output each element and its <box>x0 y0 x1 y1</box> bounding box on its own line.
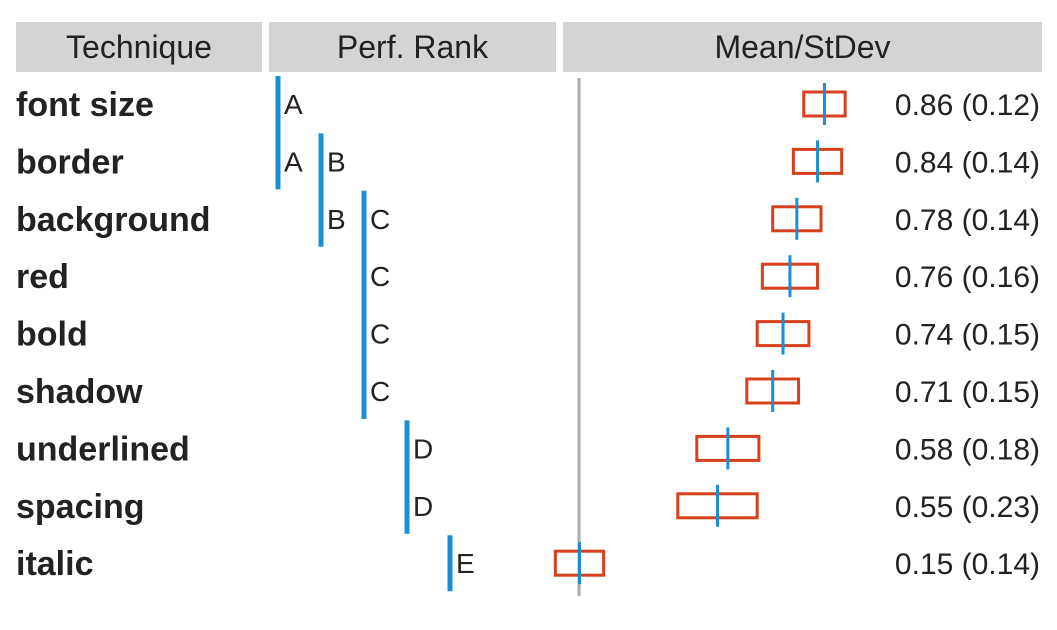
rank-group-letter: A <box>284 146 303 177</box>
value-label: 0.86 (0.12) <box>895 89 1040 122</box>
rank-group-letter: C <box>370 261 390 292</box>
rank-group-letter: B <box>327 204 346 235</box>
header-technique: Technique <box>16 22 262 72</box>
value-label: 0.84 (0.14) <box>895 146 1040 179</box>
technique-label: spacing <box>16 488 144 526</box>
technique-label: border <box>16 143 124 181</box>
value-label: 0.55 (0.23) <box>895 491 1040 524</box>
header-perf-rank: Perf. Rank <box>269 22 556 72</box>
rank-group-letter: D <box>413 491 433 522</box>
technique-label: italic <box>16 545 93 583</box>
rank-group-letter: C <box>370 204 390 235</box>
rank-group-letter: D <box>413 433 433 464</box>
rank-group-letter: C <box>370 376 390 407</box>
value-label: 0.71 (0.15) <box>895 376 1040 409</box>
technique-label: red <box>16 258 69 296</box>
value-label: 0.15 (0.14) <box>895 548 1040 581</box>
header-mean-stdev: Mean/StDev <box>563 22 1042 72</box>
technique-label: font size <box>16 86 154 124</box>
rank-group-letter: E <box>456 548 475 579</box>
technique-label: background <box>16 201 211 239</box>
technique-label: underlined <box>16 430 190 468</box>
value-label: 0.78 (0.14) <box>895 204 1040 237</box>
value-label: 0.76 (0.16) <box>895 261 1040 294</box>
technique-label: bold <box>16 316 88 354</box>
technique-label: shadow <box>16 373 143 411</box>
rank-group-letter: A <box>284 89 303 120</box>
rank-group-letter: C <box>370 319 390 350</box>
value-label: 0.58 (0.18) <box>895 433 1040 466</box>
value-label: 0.74 (0.15) <box>895 319 1040 352</box>
rank-group-letter: B <box>327 146 346 177</box>
